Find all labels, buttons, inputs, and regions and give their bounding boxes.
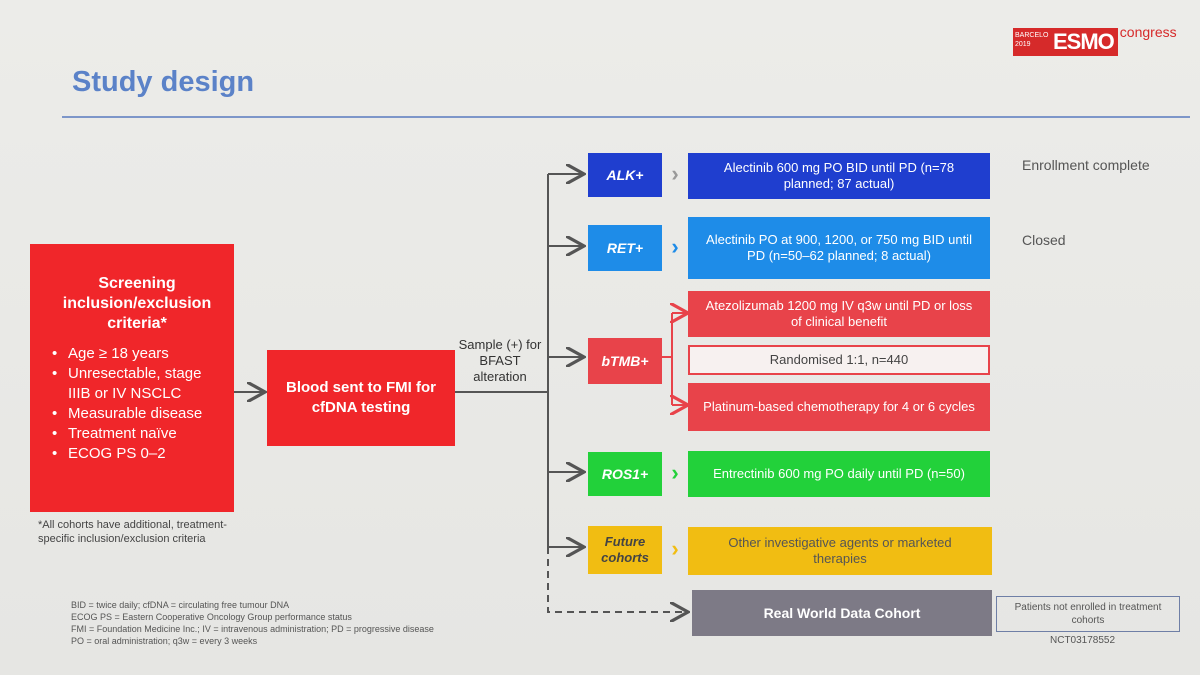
cohort-btmb: bTMB+ <box>588 338 662 384</box>
chevron-right-icon: › <box>671 536 679 561</box>
logo-brand: ESMO <box>1049 28 1118 56</box>
chevron-right-icon: › <box>671 460 679 485</box>
screening-footnote: *All cohorts have additional, treatment-… <box>38 519 227 545</box>
real-world-data-cohort: Real World Data Cohort <box>692 590 992 636</box>
logo-city-year: BARCELONA 2019 <box>1013 28 1058 56</box>
abbreviation-line: BID = twice daily; cfDNA = circulating f… <box>71 600 290 610</box>
chevron-right-icon: › <box>671 234 679 259</box>
criterion: Age ≥ 18 years <box>52 344 222 364</box>
criterion: ECOG PS 0–2 <box>52 444 222 464</box>
cohort-alk: ALK+ <box>588 153 662 197</box>
abbreviation-line: FMI = Foundation Medicine Inc.; IV = int… <box>71 624 434 634</box>
abbreviation-line: PO = oral administration; q3w = every 3 … <box>71 636 258 646</box>
esmo-logo: BARCELONA 2019 ESMO congress <box>1013 24 1177 56</box>
criterion: Measurable disease <box>52 404 222 424</box>
cohort-ros1: ROS1+ <box>588 452 662 496</box>
arm-ros1: Entrectinib 600 mg PO daily until PD (n=… <box>688 451 990 497</box>
criterion: Unresectable, stage IIIB or IV NSCLC <box>52 364 222 404</box>
screening-box: Screening inclusion/exclusion criteria* … <box>30 244 234 512</box>
rwd-note: Patients not enrolled in treatment cohor… <box>996 596 1180 632</box>
cohort-future: Future cohorts <box>588 526 662 574</box>
trial-id: NCT03178552 <box>1050 635 1116 646</box>
randomisation-label: Randomised 1:1, n=440 <box>688 345 990 375</box>
title-divider <box>62 116 1190 118</box>
arrow-rwd-dashed <box>547 547 688 612</box>
logo-suffix: congress <box>1119 24 1177 40</box>
blood-test-box: Blood sent to FMI for cfDNA testing <box>267 350 455 446</box>
chevron-right-icon: › <box>671 161 679 186</box>
arm-btmb-chemotherapy: Platinum-based chemotherapy for 4 or 6 c… <box>688 383 990 431</box>
cohort-ret: RET+ <box>588 225 662 271</box>
arm-alk: Alectinib 600 mg PO BID until PD (n=78 p… <box>688 153 990 199</box>
screening-criteria: Age ≥ 18 years Unresectable, stage IIIB … <box>52 344 222 464</box>
abbreviation-line: ECOG PS = Eastern Cooperative Oncology G… <box>71 612 352 622</box>
abbreviations: BID = twice daily; cfDNA = circulating f… <box>71 599 491 647</box>
screening-title: Screening inclusion/exclusion criteria* <box>62 275 212 332</box>
page-title: Study design <box>72 66 255 98</box>
status-ret: Closed <box>1022 232 1066 248</box>
sample-label: Sample (+) for BFAST alteration <box>458 337 542 384</box>
criterion: Treatment naïve <box>52 424 222 444</box>
arm-future: Other investigative agents or marketed t… <box>688 527 992 575</box>
arm-ret: Alectinib PO at 900, 1200, or 750 mg BID… <box>688 217 990 279</box>
status-alk: Enrollment complete <box>1022 157 1150 173</box>
arm-btmb-atezolizumab: Atezolizumab 1200 mg IV q3w until PD or … <box>688 291 990 337</box>
